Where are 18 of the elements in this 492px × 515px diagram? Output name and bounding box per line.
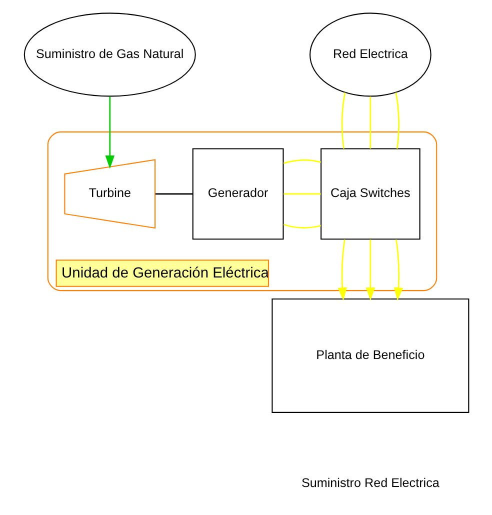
arrow bbox=[393, 238, 403, 300]
node-box: Generador bbox=[192, 148, 284, 240]
connector bbox=[369, 96, 371, 148]
node-ellipse: Red Electrica bbox=[309, 12, 431, 96]
connector bbox=[282, 223, 321, 228]
arrow bbox=[365, 238, 375, 300]
connector bbox=[282, 158, 321, 164]
node-ellipse: Suministro de Gas Natural bbox=[23, 12, 196, 96]
arrow bbox=[337, 238, 347, 300]
node-box: Planta de Beneficio bbox=[271, 298, 469, 412]
connector bbox=[154, 192, 192, 194]
connector bbox=[283, 192, 320, 194]
arrow bbox=[104, 96, 114, 168]
connector bbox=[394, 92, 399, 148]
node-box: Turbine bbox=[64, 158, 156, 228]
connector bbox=[340, 92, 346, 148]
label: Suministro Red Electrica bbox=[300, 476, 439, 490]
node-box: Caja Switches bbox=[320, 148, 420, 240]
